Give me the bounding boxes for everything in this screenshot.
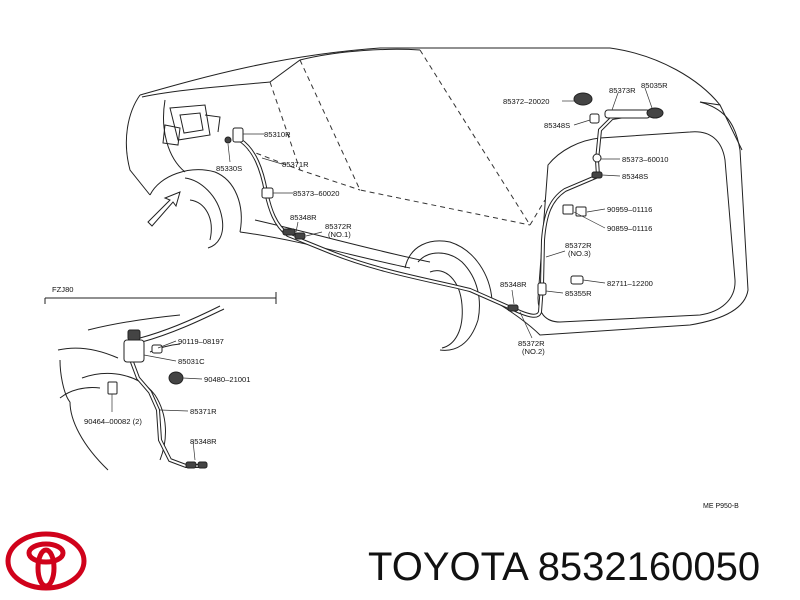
label-85373-60010: 85373–60010 xyxy=(622,155,668,164)
label-85371R-top: 85371R xyxy=(282,160,309,169)
label-85348S-a: 85348S xyxy=(544,121,570,130)
label-90959-01116: 90959–01116 xyxy=(607,205,652,214)
label-85348R-a: 85348R xyxy=(290,213,317,222)
label-90480-21001: 90480–21001 xyxy=(204,375,250,384)
label-no3: (NO.3) xyxy=(568,249,591,258)
fzj80-inset: FZJ80 90119–08197 85031C xyxy=(44,285,277,471)
figure-code: ME P950-B xyxy=(703,503,739,510)
label-no2: (NO.2) xyxy=(522,347,545,356)
label-90119-08197: 90119–08197 xyxy=(178,337,224,346)
label-85373-60020: 85373–60020 xyxy=(293,189,339,198)
label-82711-12200: 82711–12200 xyxy=(607,279,653,288)
vehicle-outline xyxy=(125,47,749,351)
label-85372R-no2: 85372R xyxy=(518,339,545,348)
inset-section-label: FZJ80 xyxy=(52,285,74,294)
label-90464-00082: 90464–00082 (2) xyxy=(84,417,142,426)
label-85330S: 85330S xyxy=(216,164,242,173)
brand-name: TOYOTA xyxy=(368,545,527,589)
part-number: 8532160050 xyxy=(537,545,761,589)
label-85355R: 85355R xyxy=(565,289,592,298)
label-85348R-c: 85348R xyxy=(190,437,217,446)
label-85348S-b: 85348S xyxy=(622,172,648,181)
toyota-logo xyxy=(5,531,87,591)
label-85372R-no3: 85372R xyxy=(565,241,592,250)
main-components xyxy=(224,92,664,312)
label-85348R-b: 85348R xyxy=(500,280,527,289)
label-85310R: 85310R xyxy=(264,130,291,139)
washer-hose-main xyxy=(238,110,652,318)
brand-and-part-number: TOYOTA 8532160050 xyxy=(368,543,760,591)
label-85373R: 85373R xyxy=(609,86,636,95)
label-85372-20020: 85372–20020 xyxy=(503,97,549,106)
main-labels: 85310R 85330S 85371R 85373–60020 85348R … xyxy=(216,81,668,356)
label-no1: (NO.1) xyxy=(328,230,351,239)
label-85371R-bottom: 85371R xyxy=(190,407,217,416)
label-85372R-no1: 85372R xyxy=(325,222,352,231)
label-90859-01116: 90859–01116 xyxy=(607,224,652,233)
leader-lines xyxy=(227,87,653,339)
label-85031C: 85031C xyxy=(178,357,205,366)
label-85035R: 85035R xyxy=(641,81,668,90)
